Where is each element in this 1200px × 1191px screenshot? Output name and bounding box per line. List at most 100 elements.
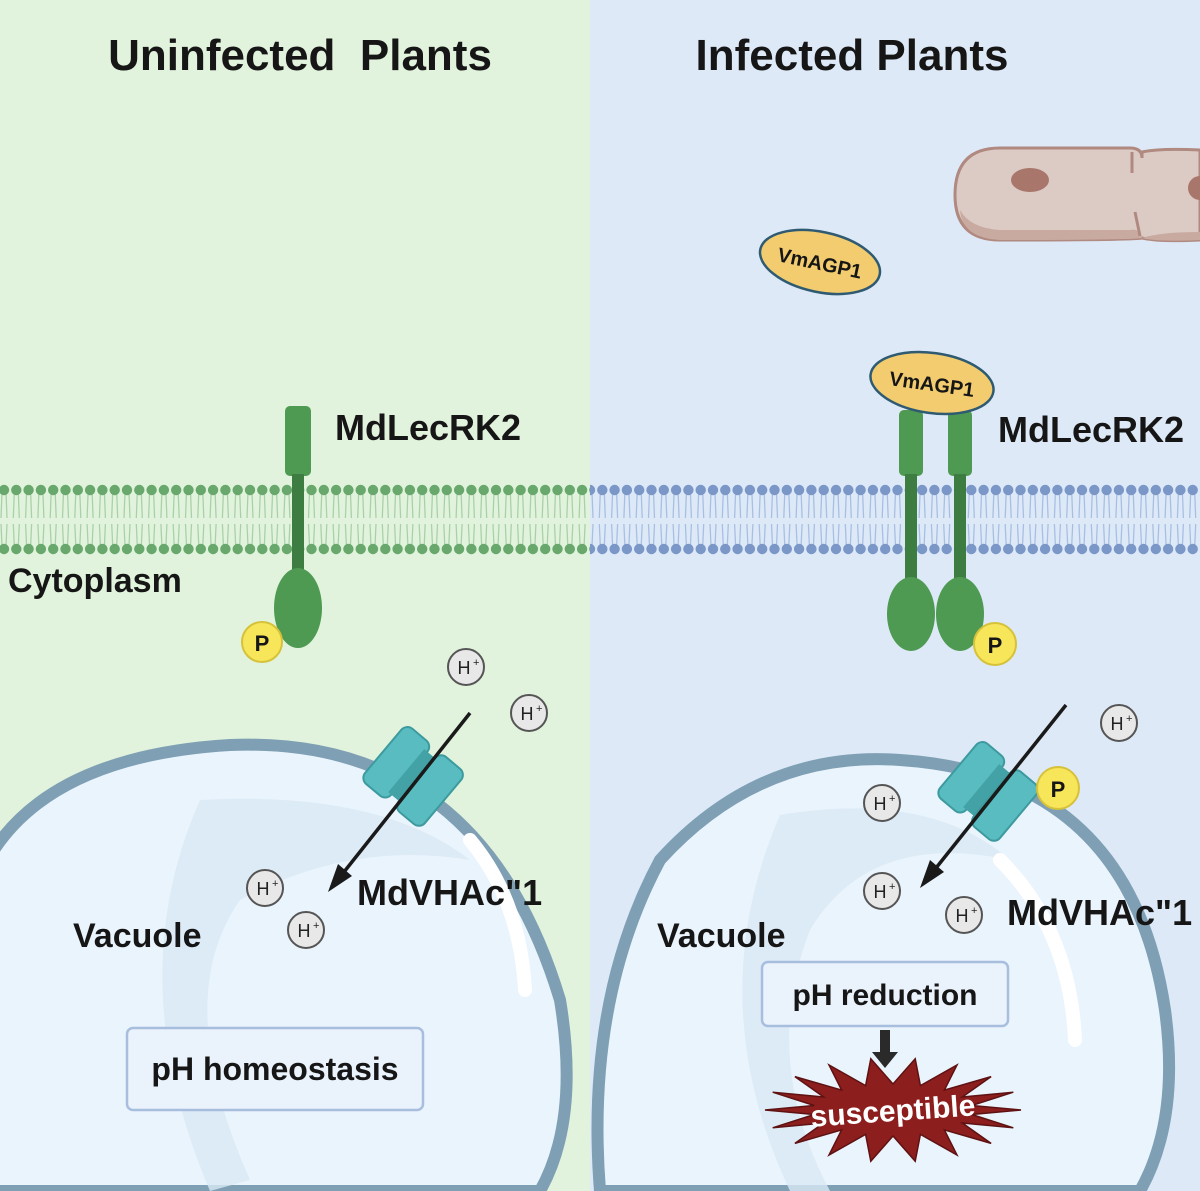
lipid-head (1175, 484, 1186, 496)
lipid-head (158, 543, 170, 555)
lipid-head (744, 484, 756, 496)
phospho-label: P (255, 631, 270, 656)
lipid-head (590, 543, 596, 555)
lipid-head (552, 543, 563, 555)
lipid-head (207, 484, 219, 496)
effector-vmagp1-free: VmAGP1 (758, 228, 882, 296)
lipid-head (564, 484, 575, 496)
lipid-head (146, 543, 157, 555)
lipid-head (244, 543, 256, 555)
lipid-head (720, 543, 731, 555)
lipid-head (683, 543, 694, 555)
lipid-head (158, 484, 170, 496)
lipid-head (892, 484, 903, 496)
lipid-head (318, 543, 329, 555)
lipid-head (11, 543, 22, 555)
phospho-group-left: P (241, 621, 283, 663)
svg-text:+: + (313, 920, 319, 932)
pump-right-label: MdVHAc"1 (1007, 892, 1192, 933)
lipid-head (121, 543, 133, 555)
outcome-box-left: pH homeostasis (125, 1026, 425, 1112)
proton-h-plus: H+ (510, 694, 548, 732)
receptor-mdlecrk2-right-dimer (887, 410, 984, 651)
outcome-left-text: pH homeostasis (151, 1051, 398, 1087)
lipid-head (843, 543, 854, 555)
lipid-head (1076, 543, 1088, 555)
lipid-head (380, 543, 391, 555)
lipid-head (781, 484, 792, 496)
lipid-head (72, 484, 84, 496)
lipid-head (220, 543, 231, 555)
fungal-hypha (953, 146, 1200, 243)
lipid-head (1175, 543, 1186, 555)
lipid-head (355, 484, 366, 496)
lipid-head (1150, 543, 1162, 555)
lipid-head (867, 484, 879, 496)
svg-text:H: H (257, 879, 270, 899)
lipid-head (621, 543, 633, 555)
lipid-head (1064, 543, 1075, 555)
lipid-head (769, 484, 780, 496)
lipid-head (793, 484, 805, 496)
lipid-head (478, 484, 489, 496)
svg-text:+: + (272, 878, 278, 890)
lipid-head (966, 543, 977, 555)
svg-text:+: + (1126, 713, 1132, 725)
proton-h-plus: H+ (1100, 704, 1138, 742)
lipid-head (855, 543, 866, 555)
lipid-head (146, 484, 157, 496)
lipid-head (634, 484, 645, 496)
lipid-head (281, 543, 293, 555)
lipid-head (1076, 484, 1088, 496)
svg-text:H: H (874, 882, 887, 902)
lipid-head (1150, 484, 1162, 496)
svg-text:+: + (473, 657, 479, 669)
svg-text:+: + (889, 793, 895, 805)
lipid-head (515, 543, 526, 555)
lipid-head (1187, 543, 1198, 555)
lipid-head (380, 484, 391, 496)
lipid-head (892, 543, 903, 555)
lipid-head (503, 543, 514, 555)
lipid-head (732, 543, 743, 555)
lipid-head (207, 543, 219, 555)
svg-text:H: H (298, 921, 311, 941)
lipid-head (257, 543, 268, 555)
lipid-head (134, 543, 145, 555)
svg-text:H: H (956, 906, 969, 926)
lipid-head (609, 543, 620, 555)
lipid-head (658, 543, 669, 555)
lipid-head (35, 543, 47, 555)
lipid-head (1015, 543, 1026, 555)
lipid-head (1003, 484, 1014, 496)
lipid-head (23, 543, 34, 555)
lipid-head (757, 543, 768, 555)
lipid-head (1126, 543, 1137, 555)
lipid-head (646, 484, 657, 496)
lipid-head (941, 484, 952, 496)
lipid-head (744, 543, 756, 555)
lipid-head (343, 543, 354, 555)
lipid-head (318, 484, 329, 496)
lipid-head (527, 484, 539, 496)
vacuole-left-label: Vacuole (73, 917, 202, 955)
lipid-head (281, 484, 293, 496)
transport-arrow-right (920, 703, 1068, 888)
lipid-head (732, 484, 743, 496)
lipid-head (392, 543, 403, 555)
lipid-head (683, 484, 694, 496)
lipid-head (60, 543, 71, 555)
lipid-head (97, 543, 108, 555)
lipid-head (503, 484, 514, 496)
phospho-group-right-pump: P (1036, 766, 1080, 810)
proton-h-plus: H+ (863, 784, 901, 822)
svg-text:H: H (521, 704, 534, 724)
lipid-head (621, 484, 633, 496)
lipid-head (634, 543, 645, 555)
lipid-head (540, 484, 551, 496)
pump-left-label: MdVHAc"1 (357, 872, 542, 913)
lipid-head (695, 543, 706, 555)
lipid-head (1064, 484, 1075, 496)
lipid-head (564, 543, 575, 555)
lipid-head (1089, 543, 1100, 555)
